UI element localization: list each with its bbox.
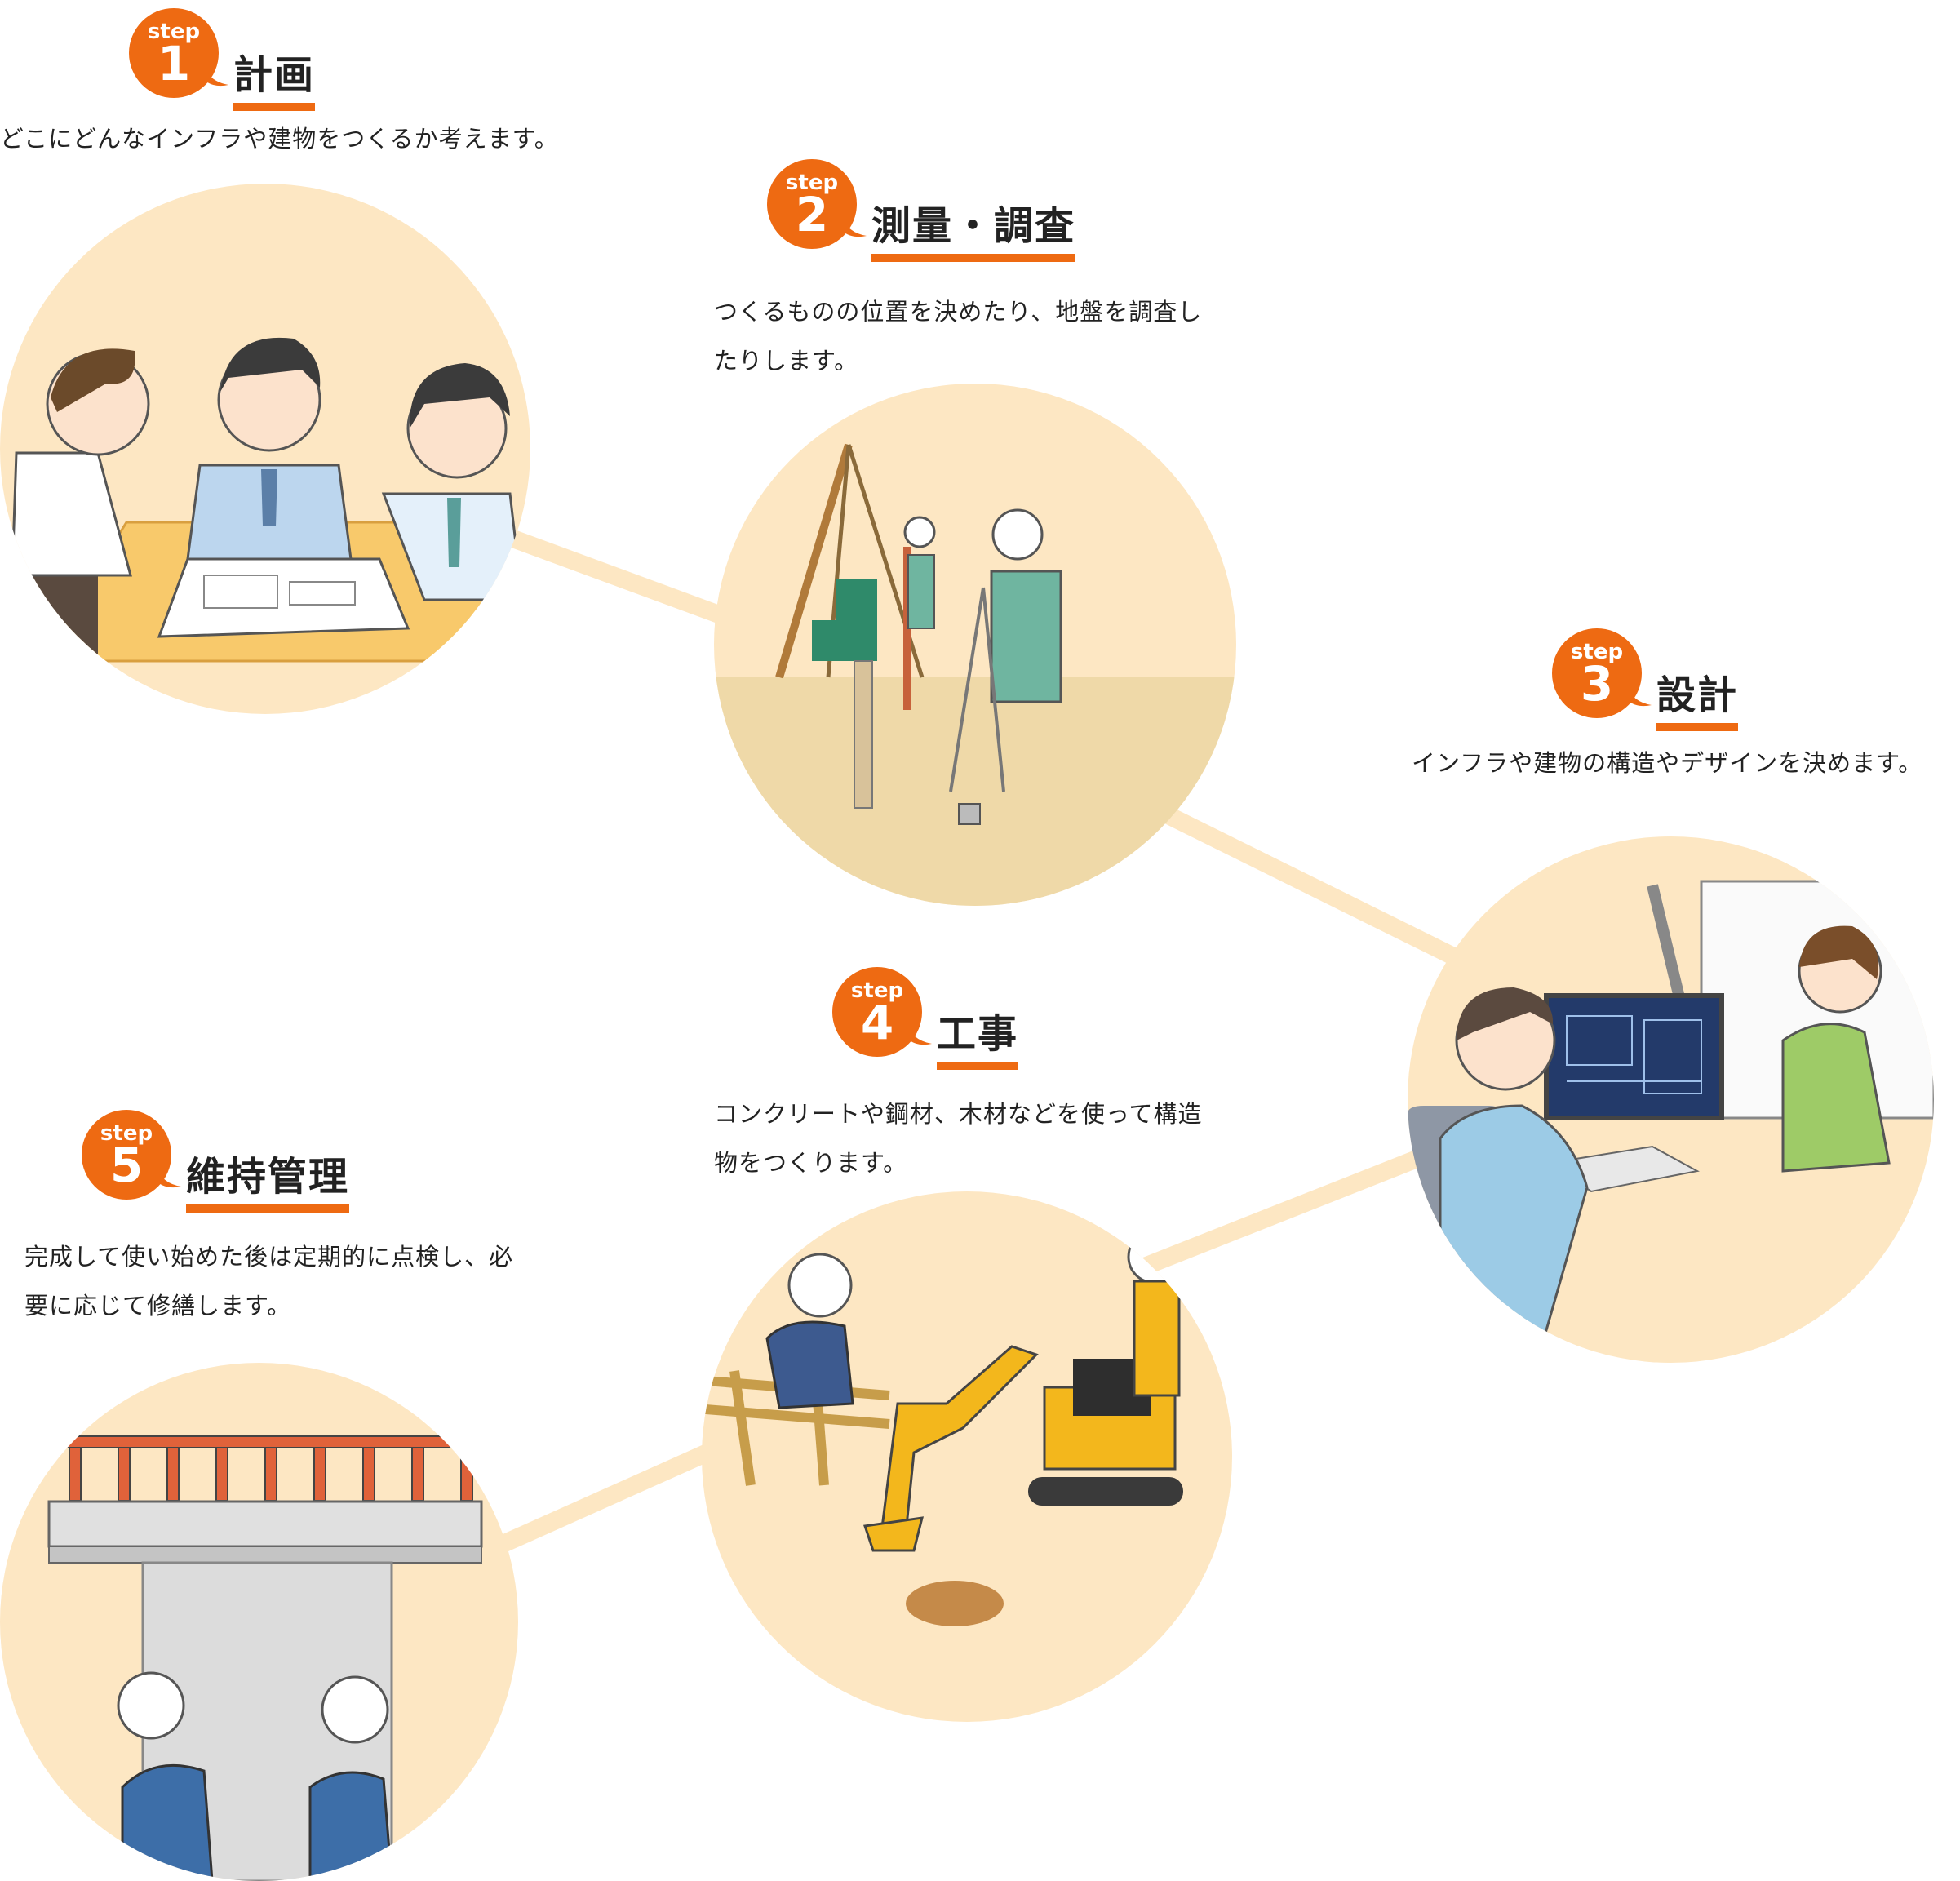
badge-tail-icon [204,65,228,87]
step-badge: step 3 [1552,628,1642,718]
badge-tail-icon [1627,685,1652,707]
step-1-description: どこにどんなインフラや建物をつくるか考えます。 [0,125,559,153]
step-number: 2 [795,187,829,242]
step-badge: step 5 [82,1110,171,1200]
badge-tail-icon [842,216,867,237]
step-title: 測量・調査 [871,193,1076,262]
step-number: 1 [157,36,191,91]
step-title: 設計 [1656,663,1739,731]
step-title: 維持管理 [186,1144,350,1213]
step-label: step [100,1121,153,1146]
step-label: step [1570,640,1624,664]
step-title: 工事 [937,1001,1019,1070]
step-label: step [850,978,904,1003]
badge-tail-icon [907,1024,932,1045]
step-2-description: つくるものの位置を決めたり、地盤を調査し たりします。 [714,298,1203,375]
step-3-description: インフラや建物の構造やデザインを決めます。 [1412,749,1923,777]
step-label: step [147,20,201,44]
badge-tail-icon [157,1167,181,1188]
step-badge: step 2 [767,159,857,249]
step-number: 5 [109,1138,144,1193]
construction-illustration [702,1191,1232,1722]
step-5-description: 完成して使い始めた後は定期的に点検し、必 要に応じて修繕します。 [24,1243,514,1320]
step-number: 4 [860,995,894,1050]
design-illustration [1408,836,1934,1363]
maintenance-illustration [0,1363,518,1881]
step-number: 3 [1580,656,1614,712]
step-badge: step 4 [832,967,922,1057]
survey-illustration [714,384,1236,906]
step-title: 計画 [233,42,316,111]
step-4-description: コンクリートや鋼材、木材などを使って構造 物をつくります。 [714,1100,1203,1177]
step-badge: step 1 [129,8,219,98]
step-label: step [785,171,839,195]
planning-illustration [0,184,530,714]
